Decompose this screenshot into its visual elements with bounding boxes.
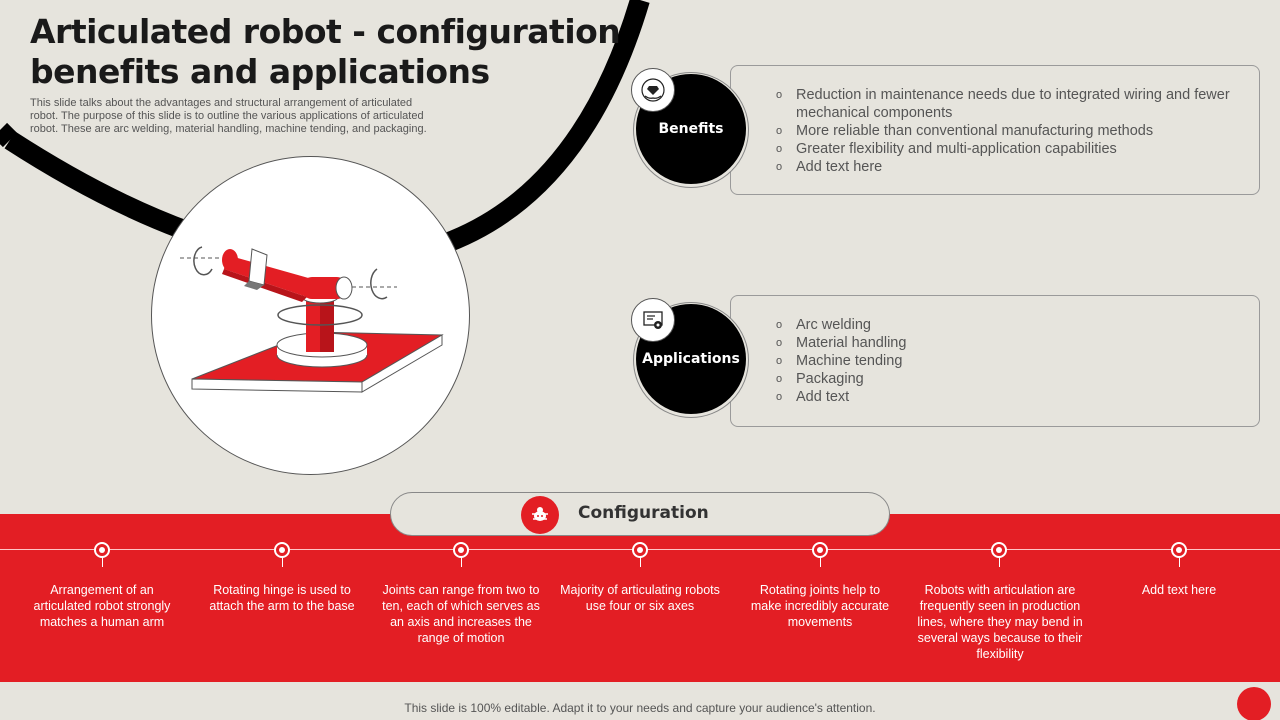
robot-illustration xyxy=(151,156,470,475)
pin-stem xyxy=(102,557,103,567)
timeline-pin xyxy=(274,542,290,558)
pin-stem xyxy=(640,557,641,567)
footer-note: This slide is 100% editable. Adapt it to… xyxy=(404,701,876,715)
page-title: Articulated robot - configuration benefi… xyxy=(30,12,621,91)
timeline-pin xyxy=(1171,542,1187,558)
application-text: Arc welding xyxy=(796,317,871,333)
config-step-text: Joints can range from two to ten, each o… xyxy=(382,583,540,645)
robot-bug-icon xyxy=(521,496,559,534)
config-step-text: Robots with articulation are frequently … xyxy=(917,583,1083,661)
pin-stem xyxy=(461,557,462,567)
timeline-pin xyxy=(94,542,110,558)
timeline-pin xyxy=(632,542,648,558)
pin-stem xyxy=(282,557,283,567)
config-step-text: Rotating hinge is used to attach the arm… xyxy=(209,583,355,613)
configuration-title: Configuration xyxy=(578,503,709,523)
application-text: Add text xyxy=(796,389,850,405)
corner-decoration xyxy=(1237,687,1271,720)
diamond-hand-icon xyxy=(631,68,675,112)
application-text: Packaging xyxy=(796,371,864,387)
benefit-text: Add text here xyxy=(796,159,883,175)
pin-stem xyxy=(1179,557,1180,567)
pin-stem xyxy=(999,557,1000,567)
pin-stem xyxy=(820,557,821,567)
configuration-header xyxy=(390,492,890,536)
articulated-robot-icon xyxy=(180,246,444,393)
benefit-text: Reduction in maintenance needs due to in… xyxy=(796,87,1230,121)
config-step-text: Rotating joints help to make incredibly … xyxy=(750,583,890,629)
benefit-text: Greater flexibility and multi-applicatio… xyxy=(796,141,1117,157)
config-step-text: Arrangement of an articulated robot stro… xyxy=(33,583,171,629)
certificate-gear-icon xyxy=(631,298,675,342)
benefits-label: Benefits xyxy=(658,121,724,137)
application-text: Material handling xyxy=(796,335,907,351)
benefit-text: More reliable than conventional manufact… xyxy=(796,123,1154,139)
config-step-text: Add text here xyxy=(1141,583,1217,597)
config-step-text: Majority of articulating robots use four… xyxy=(560,583,720,613)
page-subtitle: This slide talks about the advantages an… xyxy=(30,97,427,135)
application-text: Machine tending xyxy=(796,353,903,369)
applications-label: Applications xyxy=(642,351,740,367)
timeline-pin xyxy=(453,542,469,558)
timeline-pin xyxy=(991,542,1007,558)
timeline-pin xyxy=(812,542,828,558)
